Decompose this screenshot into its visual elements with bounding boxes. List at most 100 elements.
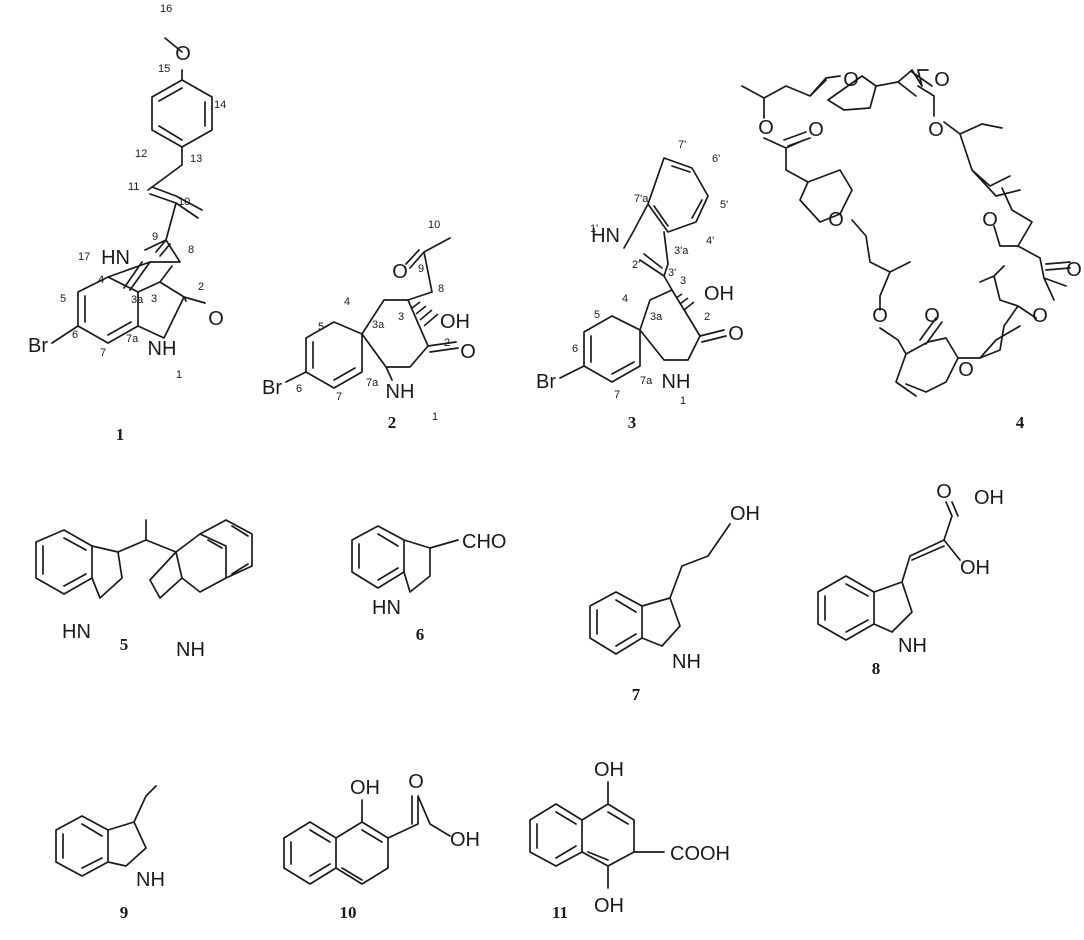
atom-label: O (982, 209, 998, 231)
atom-label: O (934, 69, 950, 91)
position-label: 3a (650, 311, 663, 323)
position-label: 13 (190, 153, 202, 165)
compound-number: 1 (116, 425, 125, 444)
position-label: 10 (428, 219, 440, 231)
position-label: 4 (98, 274, 104, 286)
position-label: 11 (128, 181, 139, 193)
atom-label: NH (898, 635, 927, 657)
compound-number: 3 (628, 413, 637, 432)
atom-label: OH (594, 895, 624, 917)
atom-label: COOH (670, 843, 730, 865)
atom-label: OH (440, 311, 470, 333)
position-label: 1 (680, 395, 686, 407)
position-label: 1 (176, 369, 182, 381)
atom-label: O (408, 771, 424, 793)
position-label: 8 (188, 244, 194, 256)
position-label: 6 (296, 383, 302, 395)
atom-label: OH (594, 759, 624, 781)
position-label: 3 (398, 311, 404, 323)
position-label: 2' (632, 259, 640, 271)
atom-label: HN (591, 225, 620, 247)
compound-number: 10 (340, 903, 357, 922)
compound-5-structure: HN NH 5 (35, 519, 253, 661)
position-label: 6 (572, 343, 578, 355)
atom-label: OH (730, 503, 760, 525)
atom-label: HN (101, 247, 130, 269)
compound-number: 2 (388, 413, 397, 432)
atom-label: OH (974, 487, 1004, 509)
compound-4-structure: O O O O O O O O O O O O 4 (741, 69, 1082, 432)
compound-number: 6 (416, 625, 425, 644)
atom-label: HN (372, 597, 401, 619)
position-label: 12 (135, 148, 147, 160)
atom-label: O (843, 69, 859, 91)
position-label: 3 (680, 275, 686, 287)
atom-label: O (758, 117, 774, 139)
atom-label: Br (28, 335, 48, 357)
position-label: 7' (678, 139, 686, 151)
atom-label: O (1032, 305, 1048, 327)
atom-label: NH (148, 338, 177, 360)
compound-number: 7 (632, 685, 641, 704)
position-label: 4 (344, 296, 350, 308)
compound-number: 9 (120, 903, 129, 922)
position-label: 7a (126, 333, 139, 345)
atom-label: NH (176, 639, 205, 661)
position-label: 9 (418, 263, 424, 275)
position-label: 16 (160, 3, 172, 15)
position-label: 7 (614, 389, 620, 401)
position-label: 2 (444, 337, 450, 349)
position-label: 7 (336, 391, 342, 403)
position-label: 15 (158, 63, 170, 75)
atom-label: Br (262, 377, 282, 399)
atom-label: OH (450, 829, 480, 851)
atom-label: OH (704, 283, 734, 305)
compound-9-structure: NH 9 (55, 785, 165, 922)
atom-label: O (728, 323, 744, 345)
atom-label: NH (662, 371, 691, 393)
atom-label: O (460, 341, 476, 363)
position-label: 8 (438, 283, 444, 295)
position-label: 7'a (634, 193, 649, 205)
atom-label: O (872, 305, 888, 327)
position-label: 5 (60, 293, 66, 305)
compound-number: 8 (872, 659, 881, 678)
position-label: 1' (590, 223, 598, 235)
atom-label: NH (136, 869, 165, 891)
compound-11-structure: OH COOH OH 11 (529, 759, 730, 922)
position-label: 6' (712, 153, 720, 165)
compound-1-structure: O HN Br O NH 16 15 14 13 12 11 10 9 17 8… (28, 3, 226, 444)
compound-7-structure: OH NH 7 (589, 503, 760, 704)
position-label: 7a (366, 377, 379, 389)
position-label: 5 (318, 321, 324, 333)
position-label: 6 (72, 329, 78, 341)
atom-label: O (936, 481, 952, 503)
atom-label: O (828, 209, 844, 231)
compound-6-structure: HN CHO 6 (351, 525, 506, 644)
position-label: 7 (100, 347, 106, 359)
position-label: 4' (706, 235, 714, 247)
atom-label: O (208, 308, 224, 330)
position-label: 3' (668, 267, 676, 279)
position-label: 3a (372, 319, 385, 331)
position-label: 2 (198, 281, 204, 293)
atom-label: OH (960, 557, 990, 579)
atom-label: OH (350, 777, 380, 799)
position-label: 5 (594, 309, 600, 321)
position-label: 4 (622, 293, 628, 305)
atom-label: O (175, 43, 191, 65)
atom-label: O (958, 359, 974, 381)
compound-8-structure: O OH OH NH 8 (817, 481, 1004, 678)
atom-label: O (928, 119, 944, 141)
atom-label: O (808, 119, 824, 141)
atom-label: O (392, 261, 408, 283)
atom-label: Br (536, 371, 556, 393)
position-label: 2 (704, 311, 710, 323)
position-label: 10 (178, 196, 190, 208)
atom-label: NH (672, 651, 701, 673)
position-label: 9 (152, 231, 158, 243)
position-label: 5' (720, 199, 728, 211)
atom-label: O (1066, 259, 1082, 281)
position-label: 1 (432, 411, 438, 423)
